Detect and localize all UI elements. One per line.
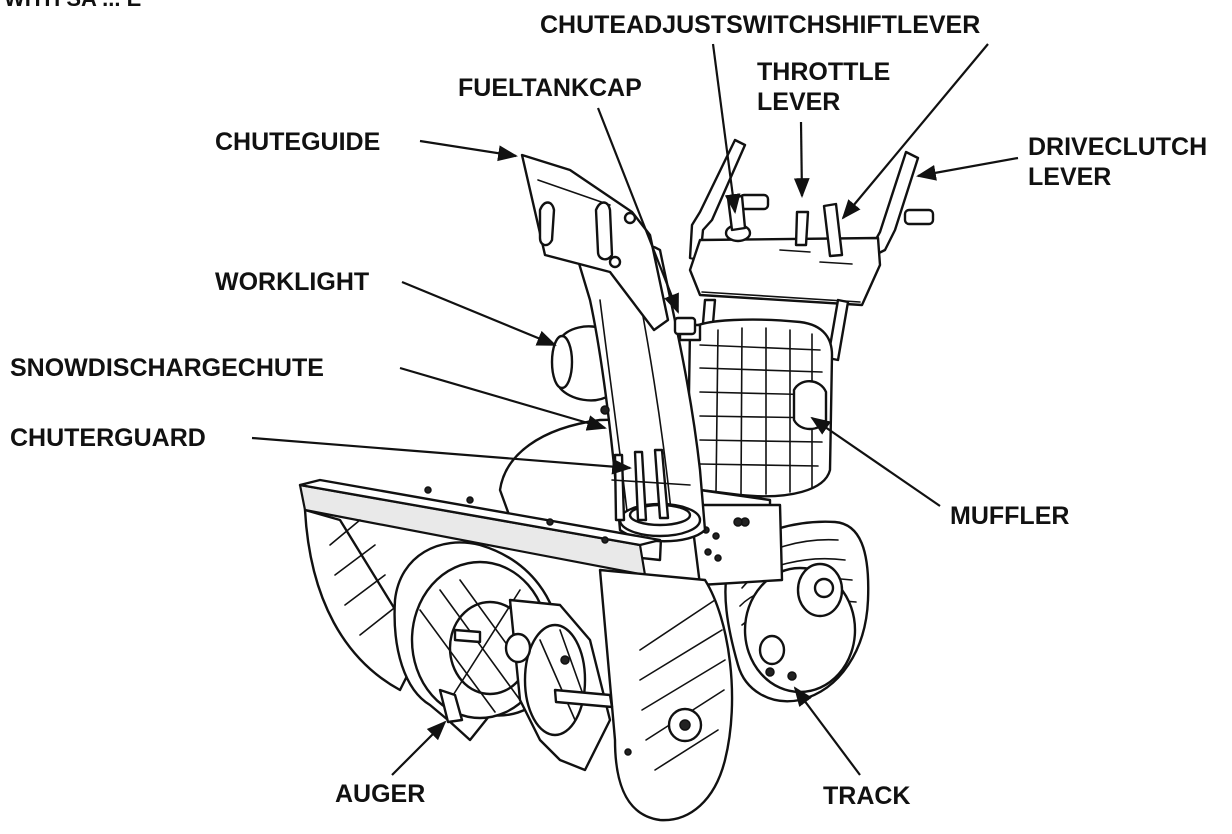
- handlebar-assembly: [688, 138, 935, 362]
- label-throttle-lever-line1: THROTTLE: [757, 58, 890, 86]
- label-chuter-guard: CHUTERGUARD: [10, 424, 206, 452]
- label-snow-discharge-chute: SNOWDISCHARGECHUTE: [10, 354, 324, 382]
- label-worklight: WORKLIGHT: [215, 268, 369, 296]
- label-track: TRACK: [823, 782, 911, 810]
- label-fuel-tank-cap: FUELTANKCAP: [458, 74, 642, 102]
- leader-fuel-tank-cap: [596, 107, 680, 314]
- leader-worklight: [401, 280, 557, 347]
- leader-drive-clutch-lever: [916, 156, 1019, 181]
- label-chute-guide: CHUTEGUIDE: [215, 128, 380, 156]
- leader-chuter-guard: [251, 436, 632, 475]
- leader-chute-adjust-switch: [711, 43, 741, 214]
- auger-housing-scoop: [298, 478, 734, 822]
- leader-auger: [391, 720, 447, 776]
- leader-track: [793, 686, 861, 776]
- leader-muffler: [810, 416, 941, 507]
- label-drive-clutch-lever-line1: DRIVECLUTCH: [1028, 133, 1207, 161]
- snowblower-illustration: [298, 138, 935, 822]
- leader-chute-guide: [419, 139, 518, 162]
- label-throttle-lever-line2: LEVER: [757, 88, 840, 116]
- leader-snow-discharge-chute: [399, 366, 607, 431]
- label-muffler: MUFFLER: [950, 502, 1069, 530]
- leader-shift-lever: [841, 43, 989, 220]
- part-labels: CHUTEADJUSTSWITCHSHIFTLEVER THROTTLE LEV…: [10, 11, 1207, 810]
- auger-assembly: [393, 541, 614, 772]
- label-chute-adjust-switch-shift-lever: CHUTEADJUSTSWITCHSHIFTLEVER: [540, 11, 980, 39]
- partial-header-text: WITH SA ... E: [4, 0, 141, 11]
- label-auger: AUGER: [335, 780, 425, 808]
- label-drive-clutch-lever-line2: LEVER: [1028, 163, 1111, 191]
- leader-throttle-lever: [793, 121, 810, 198]
